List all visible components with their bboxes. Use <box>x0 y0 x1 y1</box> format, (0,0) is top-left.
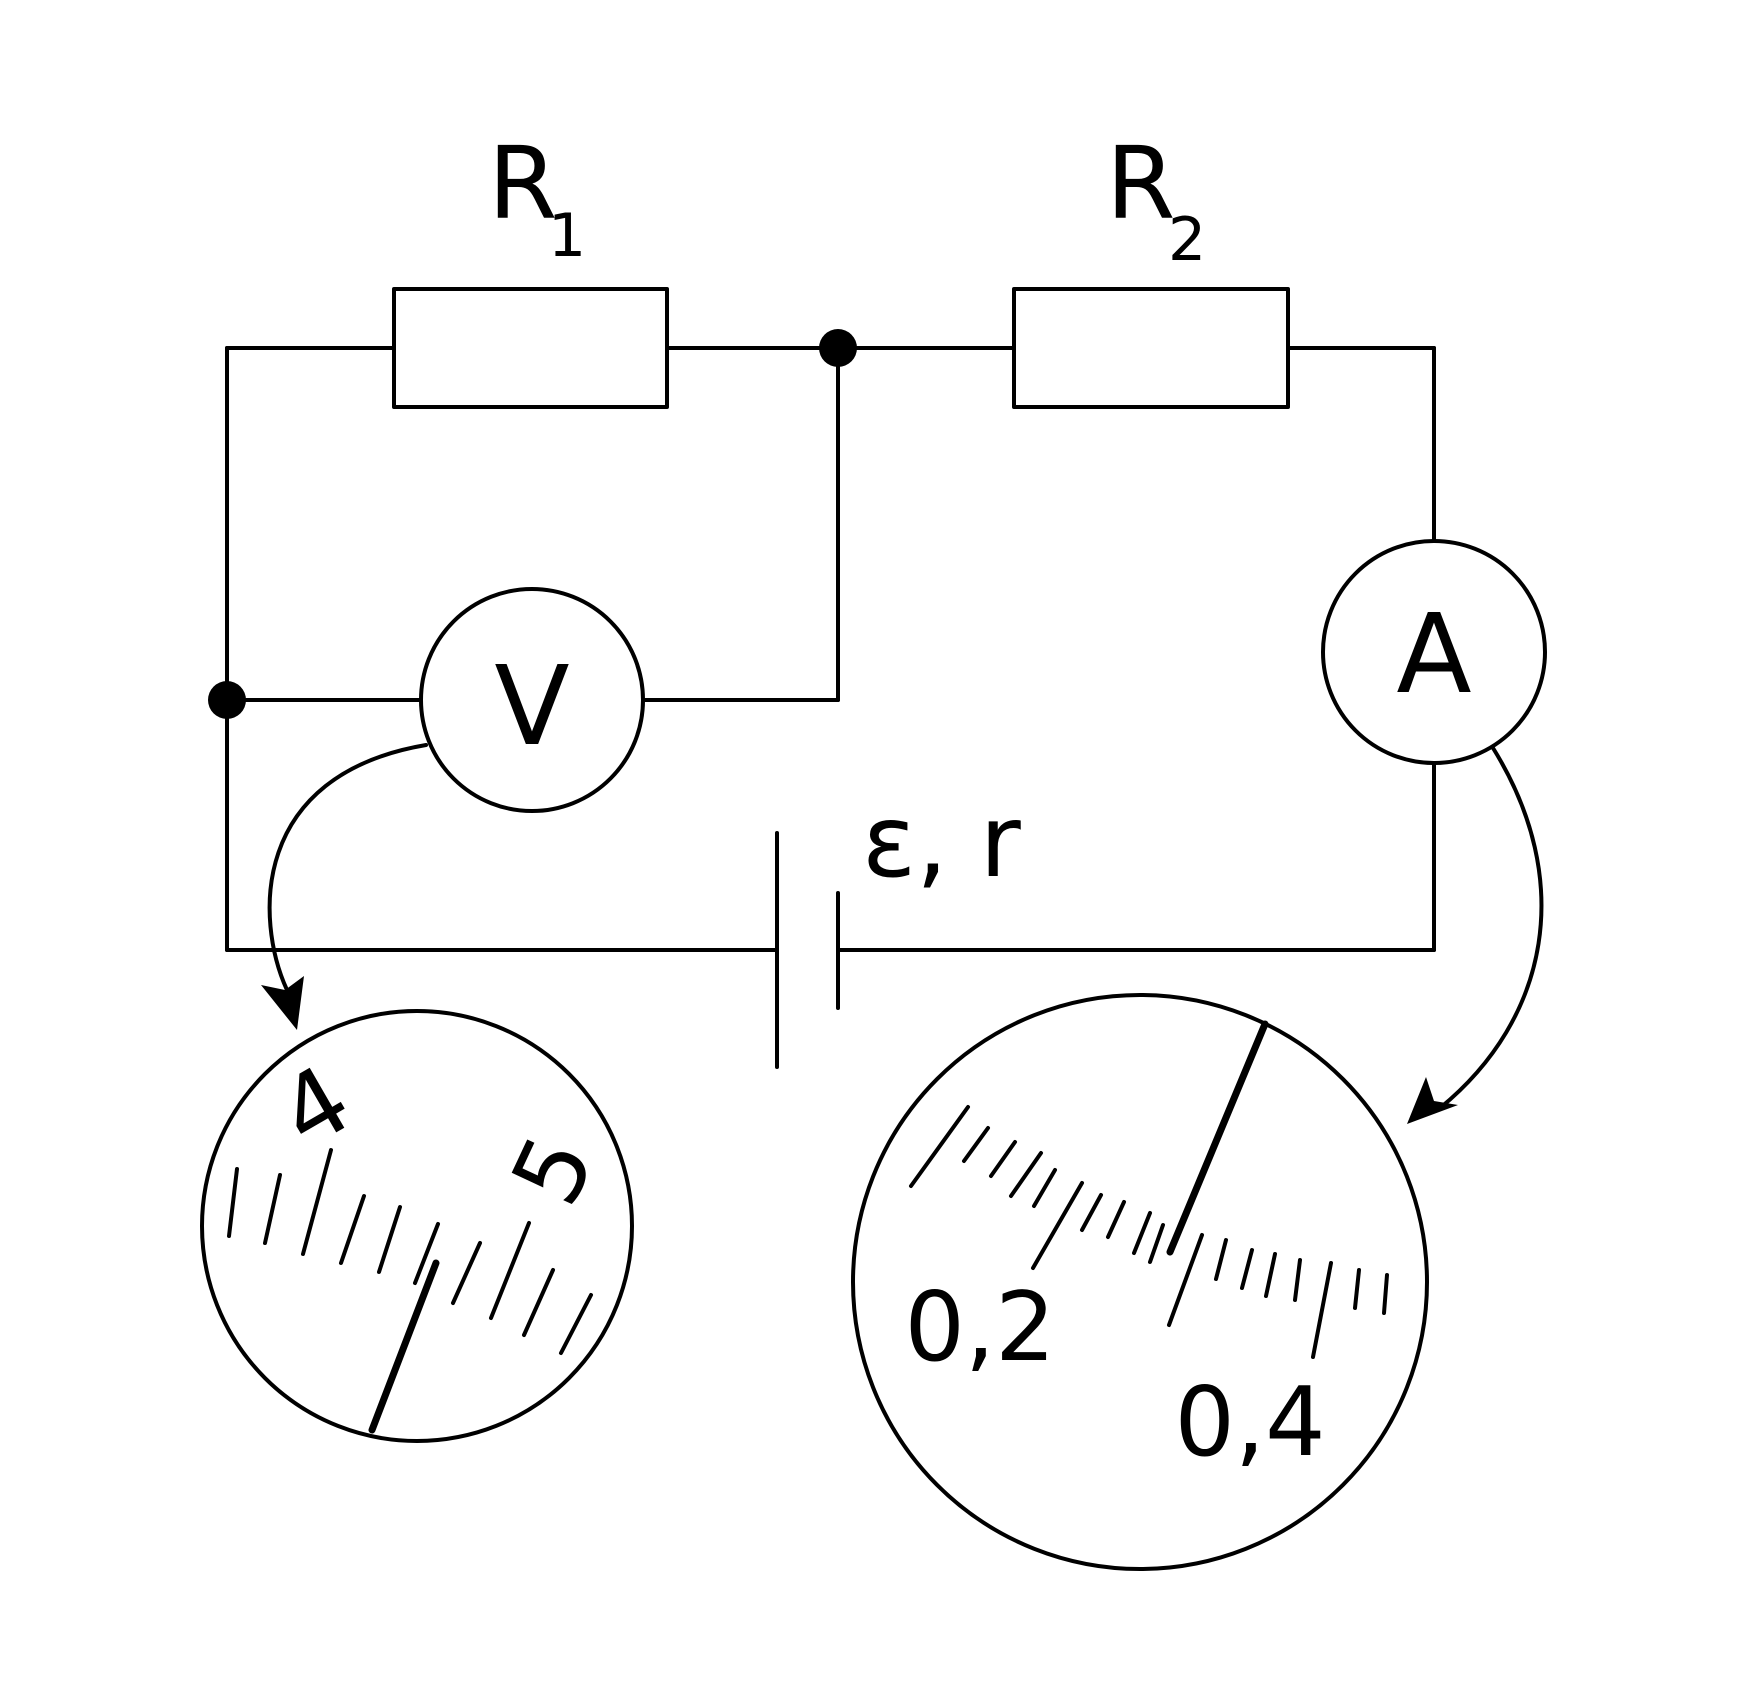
voltmeter-tick-major-5 <box>489 1221 531 1320</box>
voltmeter-tick <box>339 1194 366 1265</box>
voltmeter: V <box>419 587 645 813</box>
voltmeter-needle <box>368 1259 440 1434</box>
ammeter-needle <box>1166 1020 1269 1256</box>
resistor-r1-body <box>392 287 669 409</box>
resistor-r2-body <box>1012 287 1290 409</box>
resistor-r1-label: R <box>488 125 557 242</box>
ammeter-zoom-arrow <box>1438 746 1544 1110</box>
ammeter-tick <box>1240 1248 1254 1290</box>
ammeter-scale-zoom: 0,2 0,4 <box>851 993 1429 1571</box>
ammeter-tick <box>1293 1258 1302 1302</box>
ammeter-tick <box>1382 1273 1389 1315</box>
ammeter-tick <box>1080 1193 1103 1232</box>
voltmeter-tick <box>413 1222 440 1285</box>
voltmeter-scale-circle <box>200 1009 634 1443</box>
junction-dot-left <box>208 681 246 719</box>
ammeter-tick-half <box>1031 1181 1084 1270</box>
ammeter-tick-0-3 <box>1167 1233 1204 1327</box>
voltmeter-circle <box>419 587 645 813</box>
ammeter-circle <box>1321 539 1547 765</box>
voltmeter-tick <box>263 1173 282 1245</box>
resistor-r2-subscript: 2 <box>1168 205 1206 275</box>
voltmeter-tick-major-4 <box>301 1148 333 1256</box>
junction-dot-top <box>819 329 857 367</box>
voltmeter-scale-label-5: 5 <box>491 1120 616 1221</box>
voltmeter-zoom-arrow <box>267 743 428 992</box>
ammeter-zoom-arrowhead <box>1407 1077 1458 1124</box>
ammeter-tick <box>1132 1211 1152 1255</box>
circuit-wires <box>225 346 1436 952</box>
ammeter-tick <box>1214 1238 1228 1281</box>
ammeter-tick <box>1032 1168 1057 1208</box>
resistor-r1: R 1 <box>392 125 669 409</box>
ammeter-tick <box>1148 1223 1165 1264</box>
ammeter: A <box>1321 539 1547 765</box>
voltmeter-scale-ticks <box>227 1148 593 1355</box>
ammeter-scale-circle <box>851 993 1429 1571</box>
ammeter-tick <box>1353 1268 1361 1310</box>
voltmeter-tick <box>451 1241 482 1305</box>
voltmeter-tick <box>559 1293 593 1355</box>
resistor-r2: R 2 <box>1012 125 1290 409</box>
ammeter-tick <box>1009 1151 1043 1198</box>
ammeter-tick <box>962 1126 990 1163</box>
ammeter-scale-label-0-4: 0,4 <box>1174 1368 1325 1478</box>
voltmeter-tick <box>227 1167 239 1238</box>
ammeter-tick <box>1106 1200 1126 1239</box>
voltmeter-scale-zoom: 4 5 <box>200 1009 634 1443</box>
resistor-r1-subscript: 1 <box>548 201 586 271</box>
ammeter-scale-ticks <box>909 1105 1389 1359</box>
voltmeter-tick <box>522 1268 555 1337</box>
ammeter-tick-major-0-2 <box>909 1105 970 1188</box>
ammeter-tick-major-0-4 <box>1311 1261 1333 1359</box>
voltmeter-zoom-arrowhead <box>261 976 304 1030</box>
voltmeter-tick <box>377 1205 402 1274</box>
voltmeter-label: V <box>494 642 569 770</box>
ammeter-tick <box>1264 1252 1277 1298</box>
battery-source: ε, r <box>775 783 1022 1069</box>
resistor-r2-label: R <box>1106 125 1175 242</box>
source-label: ε, r <box>862 783 1022 900</box>
ammeter-scale-label-0-2: 0,2 <box>904 1273 1055 1383</box>
ammeter-tick <box>989 1140 1017 1178</box>
ammeter-label: A <box>1396 590 1471 718</box>
